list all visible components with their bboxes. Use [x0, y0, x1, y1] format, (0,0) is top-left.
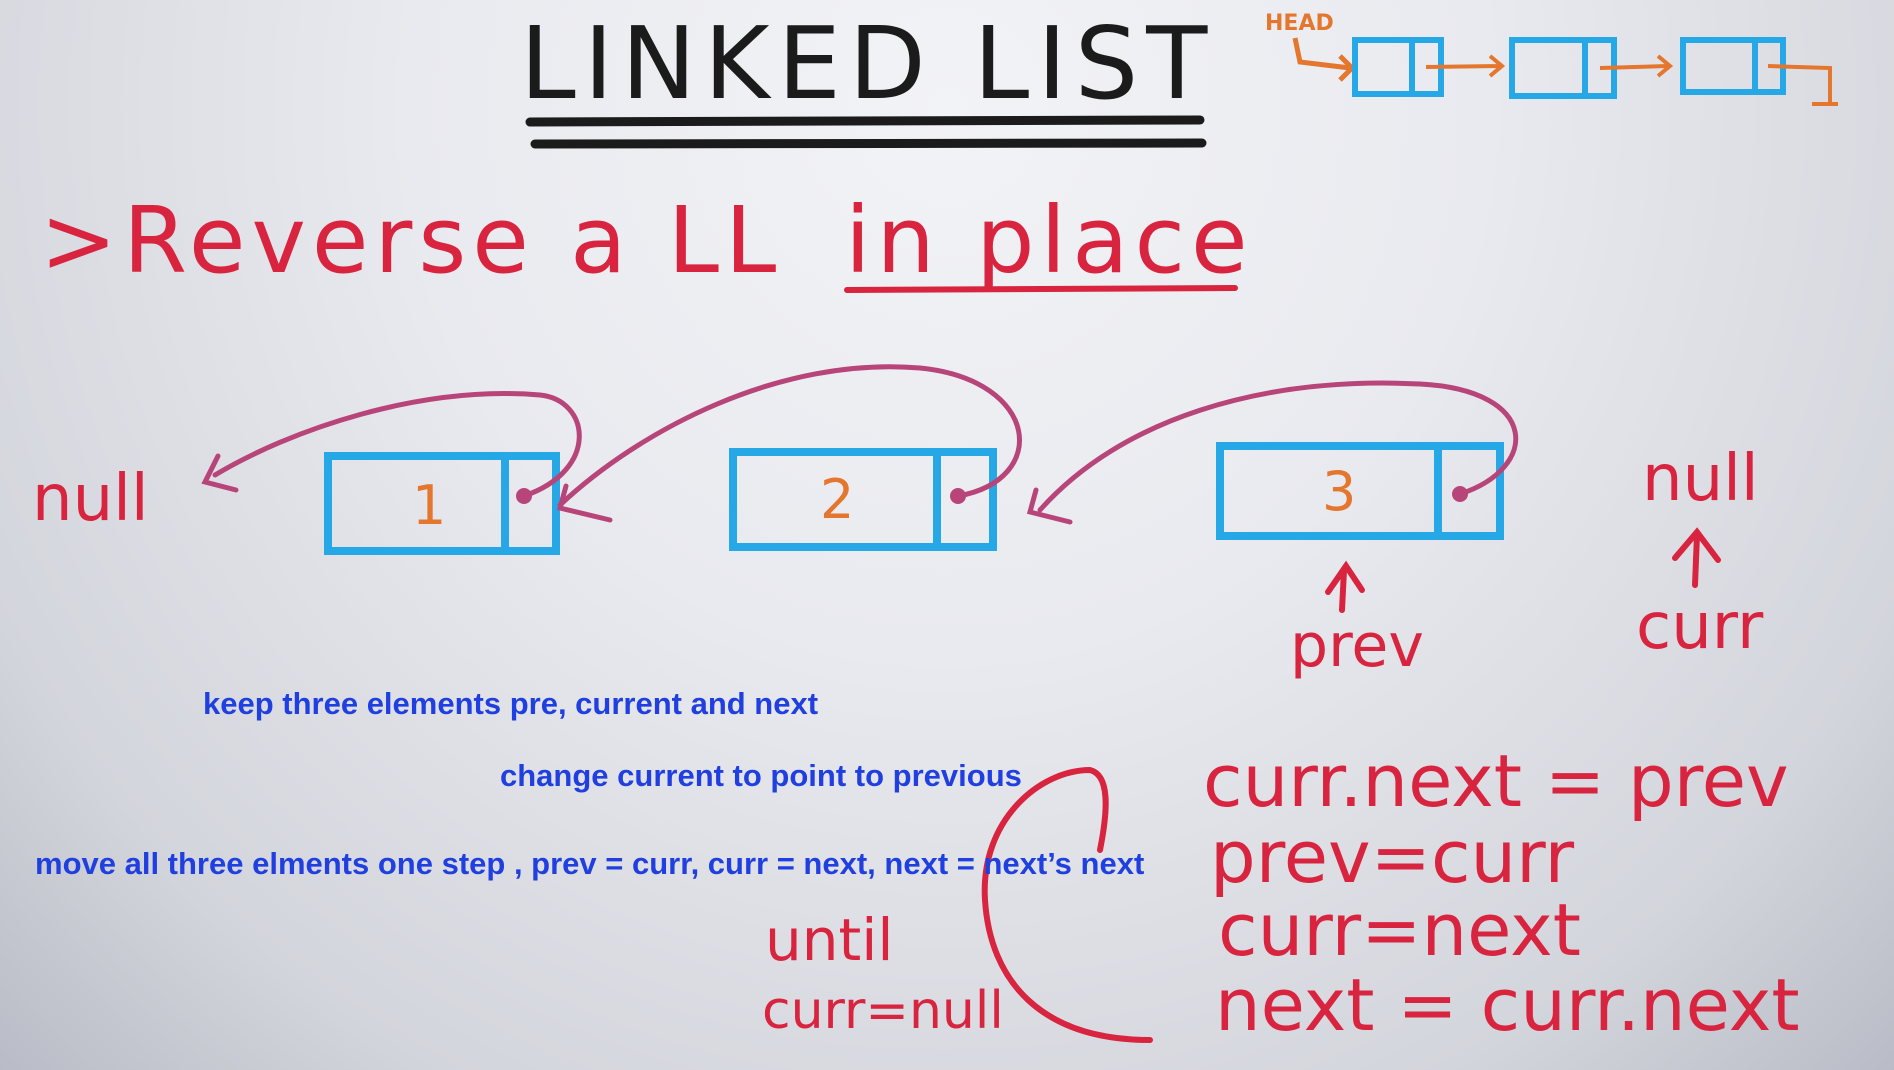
pointer-node-3-to-node-2 [1037, 380, 1519, 513]
header-list-diagram: HEAD [1265, 11, 1838, 106]
pointer-node-2-to-node-1 [557, 364, 1023, 508]
node-1-box [324, 452, 560, 555]
mini-null-terminator [1767, 64, 1838, 106]
head-arrow [1292, 37, 1351, 71]
loop-step-3: curr=next [1218, 888, 1581, 972]
annotation-move-all: move all three elments one step , prev =… [35, 846, 1145, 881]
node-1: 1 [324, 452, 560, 555]
subtitle-emphasis: in place [845, 187, 1254, 294]
pointer-node-3-arrowhead [1026, 487, 1073, 525]
head-label: HEAD [1265, 11, 1334, 36]
prev-label: prev [1290, 611, 1424, 681]
node-3-value: 3 [1322, 460, 1356, 523]
subtitle-prefix: >Reverse a LL [40, 187, 782, 294]
node-2-box [729, 448, 997, 551]
null-left-label: null [32, 462, 149, 536]
subtitle-underline [844, 285, 1238, 293]
loop-step-2: prev=curr [1210, 815, 1575, 899]
loop-condition-label: curr=null [762, 981, 1004, 1041]
reversed-pointers [201, 364, 1519, 525]
loop-step-1: curr.next = prev [1203, 739, 1789, 823]
node-3: 3 [1216, 442, 1504, 540]
pointer-node-2-arrowhead [556, 483, 613, 523]
mini-link-2 [1599, 54, 1674, 78]
pointer-node-1-arrowhead [201, 453, 239, 493]
loop-back-arrow [981, 766, 1153, 1043]
title-underline-2 [530, 138, 1207, 149]
prev-arrow [1325, 560, 1365, 613]
node-2: 2 [729, 448, 997, 551]
loop-step-4: next = curr.next [1215, 963, 1800, 1047]
node-2-value: 2 [820, 468, 854, 531]
pointer-node-1-to-null [212, 391, 582, 499]
curr-label: curr [1636, 590, 1764, 664]
null-right-label: null [1642, 442, 1759, 516]
mini-link-1 [1425, 54, 1506, 78]
node-3-box [1216, 442, 1504, 540]
mini-node-2 [1509, 37, 1617, 99]
annotation-change-current: change current to point to previous [500, 758, 1022, 793]
curr-arrow [1672, 527, 1721, 588]
node-1-value: 1 [412, 474, 446, 537]
page-title: LINKED LIST [520, 5, 1215, 122]
annotation-keep-three: keep three elements pre, current and nex… [203, 686, 819, 721]
loop-until-label: until [765, 906, 894, 974]
title-underline-1 [525, 115, 1205, 127]
